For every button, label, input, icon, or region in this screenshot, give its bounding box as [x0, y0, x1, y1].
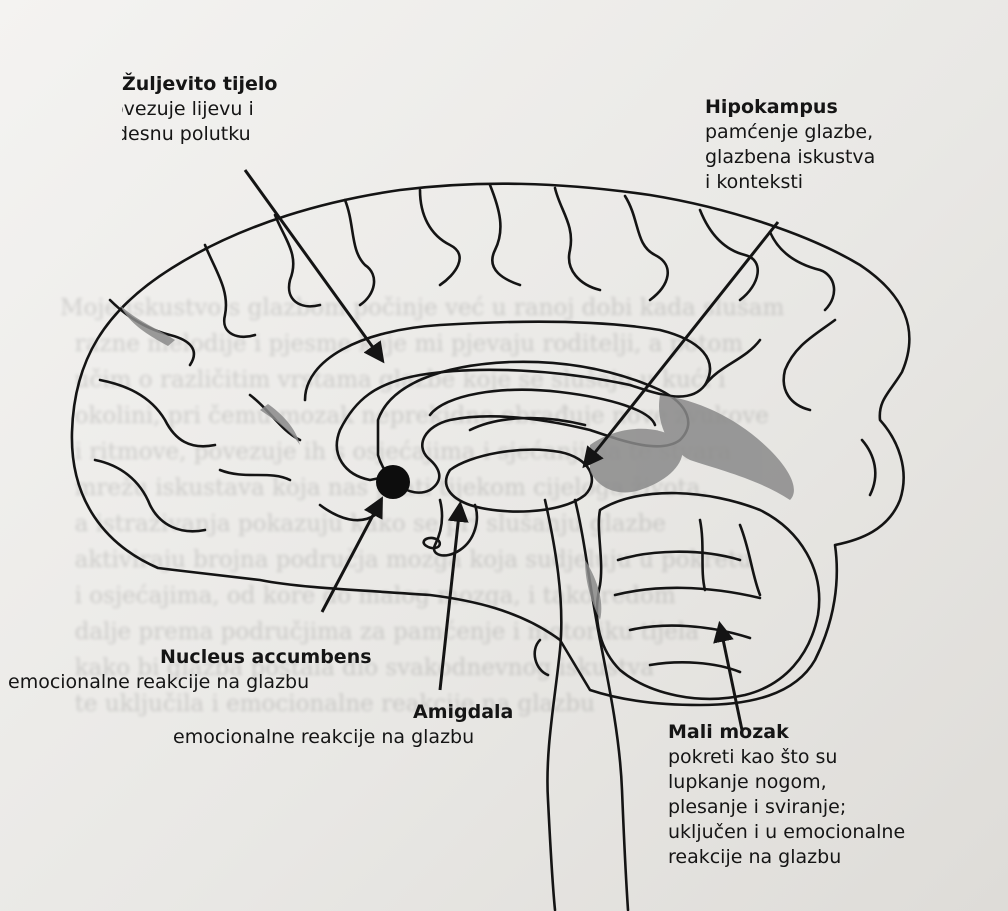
cerebellum-folia — [740, 525, 760, 595]
cortex-shade — [120, 305, 175, 346]
label-title: Nucleus accumbens — [160, 645, 372, 670]
gyrus — [555, 188, 600, 290]
label-title: Amigdala — [413, 700, 513, 725]
gyrus — [784, 320, 835, 410]
gyrus — [490, 185, 520, 285]
gyrus — [770, 232, 834, 310]
arrow-nucleus-accumbens — [322, 500, 381, 612]
nucleus-accumbens-dot — [376, 465, 410, 499]
label-title: Mali mozak — [668, 720, 905, 745]
label-desc-line: i konteksti — [705, 170, 875, 195]
gyrus — [862, 440, 875, 495]
label-desc-line: reakcije na glazbu — [668, 845, 905, 870]
gyrus — [420, 190, 460, 285]
label-title: Žuljevito tijelo — [122, 72, 282, 97]
label-desc-line: emocionalne reakcije na glazbu — [173, 725, 513, 750]
label-corpus-callosum: Žuljevito tijelo povezuje lijevu i desnu… — [122, 72, 282, 147]
cerebellum-folia — [630, 626, 750, 638]
gyrus — [95, 460, 205, 531]
arrow-corpus-callosum — [245, 170, 382, 360]
cerebellum-folia — [615, 588, 760, 598]
label-desc-line: plesanje i sviranje; — [668, 795, 905, 820]
cerebellum-folia — [618, 552, 740, 560]
label-title: Hipokampus — [705, 95, 875, 120]
label-desc-line: emocionalne reakcije na glazbu — [8, 670, 372, 695]
gyrus — [275, 215, 320, 306]
label-desc-line: pamćenje glazbe, — [705, 120, 875, 145]
tentorium-shade — [659, 395, 794, 500]
gyrus — [700, 210, 758, 300]
cerebellum — [597, 493, 819, 699]
cerebrum-outline — [72, 184, 910, 705]
label-desc-line: povezuje lijevu i — [122, 97, 282, 122]
label-desc-line: glazbena iskustva — [705, 145, 875, 170]
gyrus — [220, 470, 290, 480]
optic-structure — [424, 538, 440, 548]
label-amygdala: Amigdala emocionalne reakcije na glazbu — [173, 700, 513, 750]
label-desc-line: lupkanje nogom, — [668, 770, 905, 795]
cerebellum-folia — [650, 662, 740, 672]
gyrus — [345, 200, 374, 305]
label-desc-line: desnu polutku — [122, 122, 282, 147]
brainstem-front — [545, 500, 561, 910]
label-desc-line: uključen i u emocionalne — [668, 820, 905, 845]
gyrus — [100, 380, 215, 446]
label-hippocampus: Hipokampus pamćenje glazbe, glazbena isk… — [705, 95, 875, 195]
gyrus — [705, 340, 760, 385]
label-desc-line: pokreti kao što su — [668, 745, 905, 770]
thalamus — [446, 450, 592, 512]
cerebellum-folia — [700, 520, 705, 590]
label-nucleus-accumbens: Nucleus accumbens emocionalne reakcije n… — [8, 645, 372, 695]
gyrus — [625, 196, 668, 300]
arrow-mali-mozak — [720, 625, 742, 730]
brainstem-notch — [535, 640, 548, 675]
label-cerebellum: Mali mozak pokreti kao što su lupkanje n… — [668, 720, 905, 870]
gyrus — [320, 505, 375, 520]
gyrus — [205, 245, 255, 337]
